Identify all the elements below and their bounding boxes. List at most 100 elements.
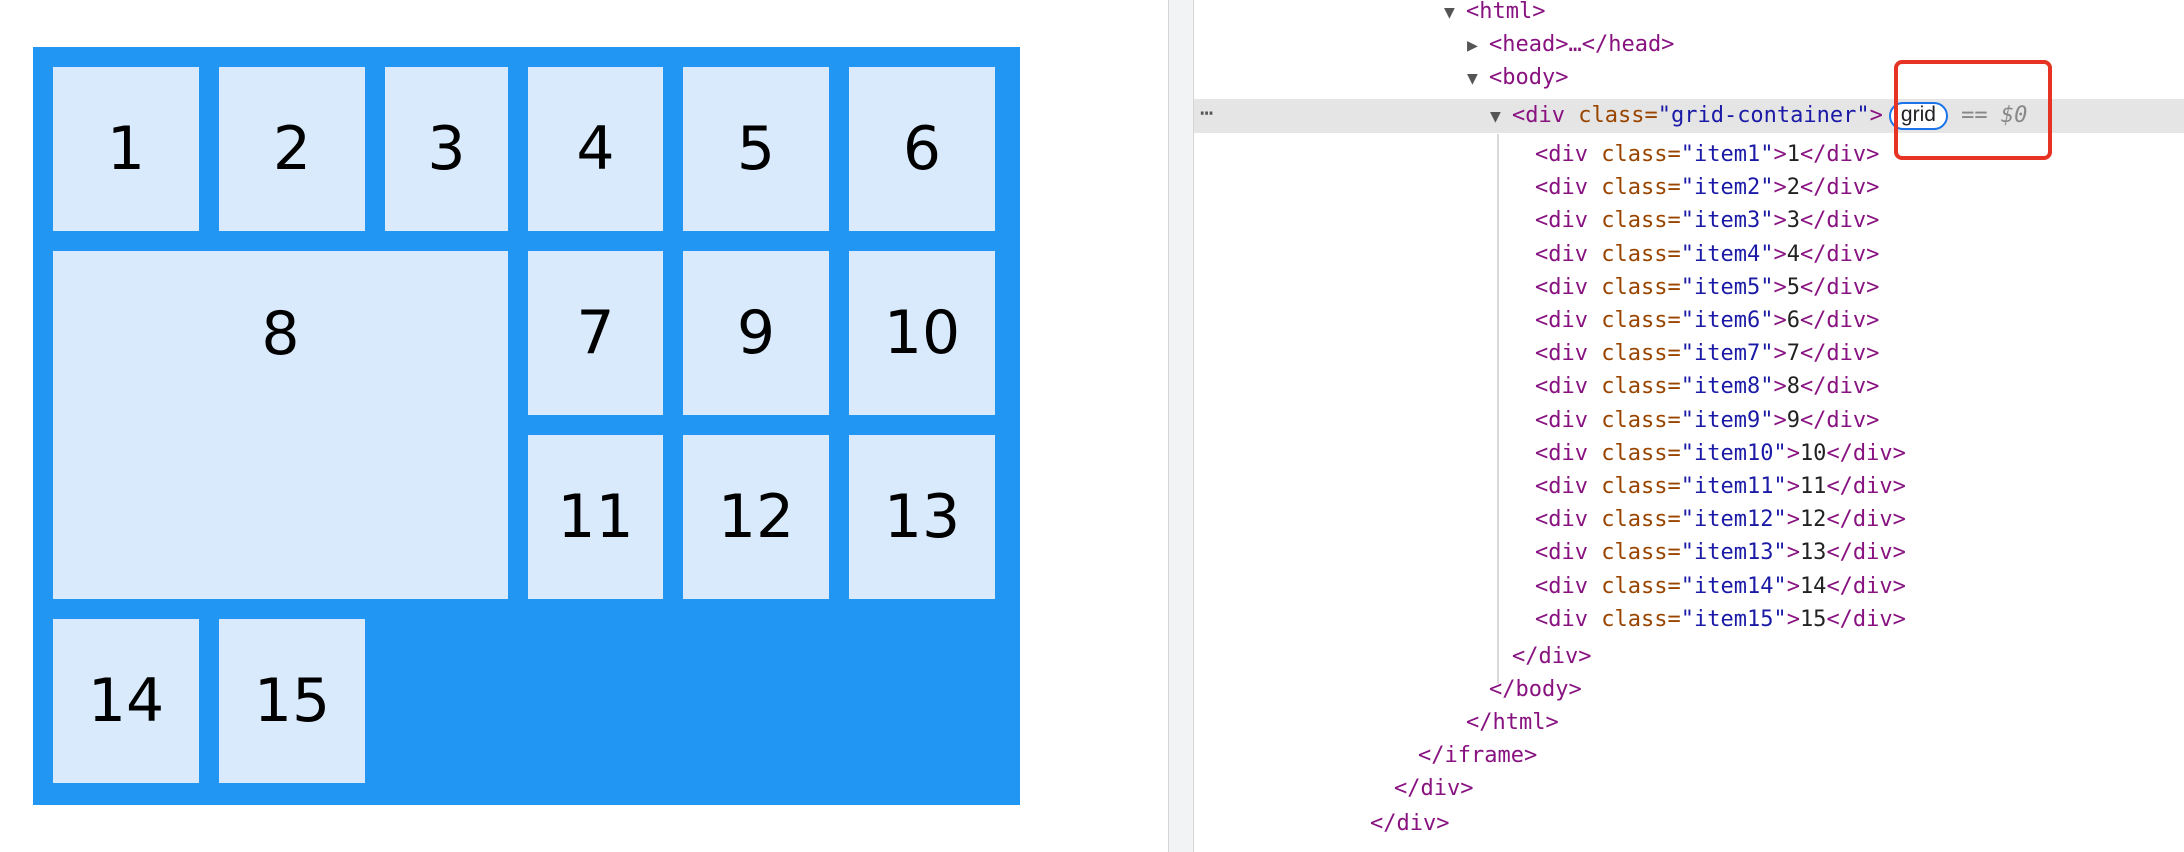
attr-name: class= [1601, 407, 1681, 433]
node-grid-item[interactable]: <div class="item13">13</div> [1535, 536, 1906, 570]
grid-item: 1 [53, 67, 199, 231]
node-grid-item[interactable]: <div class="item8">8</div> [1535, 370, 1879, 404]
node-close-iframe[interactable]: </iframe> [1418, 739, 1537, 773]
tag-fragment: > [1773, 241, 1787, 267]
tag-fragment: <div [1535, 606, 1602, 632]
attr-name: class= [1601, 540, 1681, 566]
node-grid-item[interactable]: <div class="item2">2</div> [1535, 171, 1879, 205]
attr-name: class= [1601, 341, 1681, 367]
grid-item: 3 [385, 67, 508, 231]
node-text: 11 [1799, 474, 1827, 499]
node-grid-item[interactable]: <div class="item4">4</div> [1535, 238, 1879, 272]
tag-fragment: > [1786, 606, 1800, 632]
grid-item: 7 [528, 251, 663, 415]
grid-item: 8 [53, 251, 508, 599]
tag-fragment: </div> [1799, 374, 1880, 400]
node-head[interactable]: ▶<head>…</head> [1467, 28, 1674, 62]
attr-name: class= [1601, 573, 1681, 599]
attr-name: class= [1601, 308, 1681, 333]
attr-value: "item6" [1680, 308, 1774, 333]
attr-name: class= [1601, 208, 1681, 234]
tag-fragment: <div [1535, 407, 1602, 433]
tag-fragment: <div [1535, 142, 1602, 167]
attr-name: class= [1601, 274, 1681, 300]
expand-triangle-icon[interactable]: ▼ [1444, 2, 1455, 23]
selected-node-row[interactable] [1194, 99, 2184, 133]
node-grid-item[interactable]: <div class="item1">1</div> [1535, 138, 1879, 172]
attr-name: class= [1601, 440, 1681, 466]
tag-fragment: <div [1535, 374, 1602, 400]
tag-fragment: <div [1535, 241, 1602, 267]
tag-fragment: > [1773, 274, 1787, 300]
node-close-html[interactable]: </html> [1466, 706, 1559, 740]
tag-fragment: <div [1535, 540, 1602, 566]
tag-fragment: </div> [1826, 507, 1906, 533]
node-grid-item[interactable]: <div class="item7">7</div> [1535, 337, 1879, 371]
tag-fragment: </div> [1799, 274, 1880, 300]
node-grid-item[interactable]: <div class="item14">14</div> [1535, 570, 1906, 604]
annotation-highlight-box [1894, 60, 2052, 160]
attr-value: "item3" [1680, 208, 1774, 234]
node-grid-item[interactable]: <div class="item3">3</div> [1535, 204, 1879, 238]
grid-item: 10 [849, 251, 995, 415]
node-grid-item[interactable]: <div class="item12">12</div> [1535, 503, 1906, 537]
node-text: 4 [1786, 241, 1800, 267]
console-ref: == $0 [1961, 103, 2028, 128]
tag-fragment: > [1773, 175, 1787, 201]
expand-triangle-icon[interactable]: ▼ [1467, 68, 1478, 89]
grid-item: 11 [528, 435, 663, 599]
node-text: 12 [1799, 507, 1827, 533]
node-grid-item[interactable]: <div class="item11">11</div> [1535, 470, 1906, 504]
tag-fragment: > [1773, 308, 1787, 333]
node-text: 9 [1786, 407, 1800, 433]
attr-name: class= [1601, 241, 1681, 267]
tag-fragment: <div [1535, 208, 1602, 234]
close-div-tag: </div> [1512, 644, 1592, 669]
attr-value: "item9" [1680, 407, 1774, 433]
node-close-div[interactable]: </div> [1512, 640, 1591, 674]
close-iframe-tag: </iframe> [1418, 743, 1538, 768]
panel-divider[interactable] [1168, 0, 1194, 852]
node-body[interactable]: ▼<body> [1467, 61, 1568, 95]
tag-fragment: > [1786, 474, 1800, 499]
tag-fragment: <div [1535, 573, 1602, 599]
expand-triangle-icon[interactable]: ▼ [1490, 106, 1501, 127]
tag-fragment: <div [1535, 274, 1602, 300]
node-grid-item[interactable]: <div class="item9">9</div> [1535, 404, 1879, 438]
tag-fragment: > [1786, 540, 1800, 566]
node-grid-item[interactable]: <div class="item5">5</div> [1535, 271, 1879, 305]
attr-name: class= [1601, 474, 1681, 499]
more-options-icon[interactable]: ⋯ [1200, 101, 1214, 126]
node-grid-item[interactable]: <div class="item10">10</div> [1535, 437, 1906, 471]
collapse-triangle-icon[interactable]: ▶ [1467, 35, 1478, 56]
attr-value: "item2" [1680, 175, 1774, 201]
node-close-div-outer[interactable]: </div> [1394, 772, 1473, 806]
node-close-body[interactable]: </body> [1489, 673, 1582, 707]
grid-badge[interactable]: grid [1888, 102, 1948, 130]
grid-item: 9 [683, 251, 829, 415]
attr-value: "item14" [1680, 573, 1787, 599]
node-text: 3 [1786, 208, 1800, 234]
attr-value: "grid-container" [1657, 103, 1870, 128]
node-grid-item[interactable]: <div class="item6">6</div> [1535, 304, 1879, 338]
tag-fragment: </div> [1826, 540, 1906, 566]
tag-fragment: </div> [1799, 308, 1880, 333]
grid-item: 2 [219, 67, 365, 231]
attr-value: "item15" [1680, 606, 1787, 632]
node-grid-container[interactable]: ▼<div class="grid-container">grid == $0 [1490, 99, 2027, 133]
attr-value: "item7" [1680, 341, 1774, 367]
tag-fragment: </div> [1799, 407, 1880, 433]
tag-fragment: > [1773, 374, 1787, 400]
node-grid-item[interactable]: <div class="item15">15</div> [1535, 603, 1906, 637]
attr-value: "item5" [1680, 274, 1774, 300]
tag-fragment: <div [1535, 507, 1602, 533]
node-html[interactable]: ▼<html> [1444, 0, 1545, 29]
grid-item: 15 [219, 619, 365, 783]
node-close-div-outer2[interactable]: </div> [1370, 807, 1449, 841]
attr-name: class= [1601, 175, 1681, 201]
tag-fragment: </div> [1826, 606, 1906, 632]
attr-name: class= [1578, 103, 1658, 128]
tag-fragment: </div> [1799, 341, 1880, 367]
